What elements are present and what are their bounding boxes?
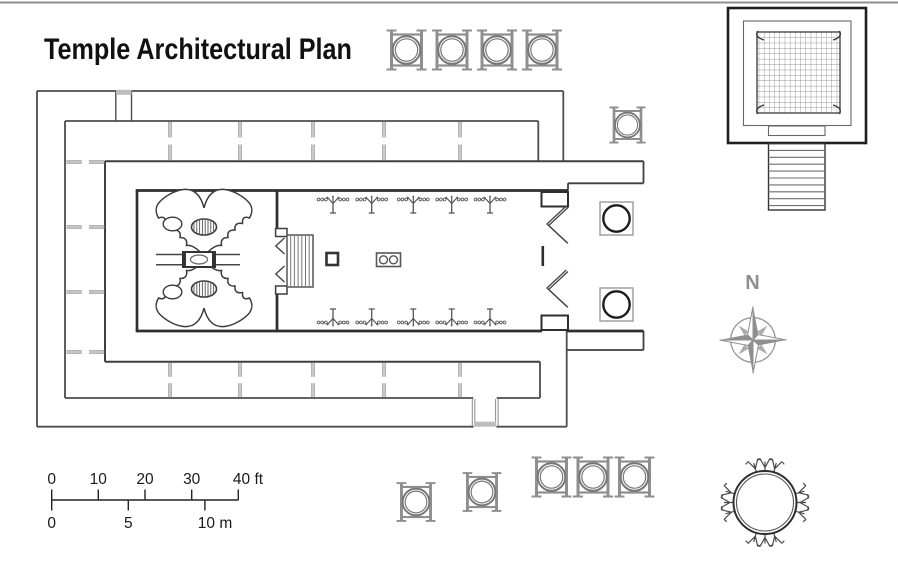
laver-row-top (385, 28, 564, 72)
side-chambers-wall (104, 160, 644, 363)
table-icon (375, 252, 402, 268)
winged-figure-north (156, 189, 252, 256)
scale-ft-0: 0 (47, 471, 56, 488)
scale-m-5: 5 (124, 515, 133, 532)
gateway-jambs (471, 399, 499, 426)
hall-entrance (540, 191, 569, 331)
round-basin-icon (719, 457, 811, 548)
south-gateway-icon (474, 421, 496, 427)
altar-horns (756, 30, 841, 115)
scale-feet-ticks (51, 489, 239, 500)
laver-bottom-b (461, 471, 503, 513)
scale-m-10: 10 m (198, 515, 232, 532)
hall-door-swing-icon (546, 205, 569, 308)
altar-stair (767, 142, 826, 211)
partition-ticks-west (65, 160, 106, 354)
scale-ft-40: 40 ft (233, 471, 264, 488)
partition-ticks-north (168, 121, 462, 161)
winged-figure-south (156, 260, 252, 327)
scale-meter-ticks (51, 500, 206, 511)
scale-ft-20: 20 (136, 471, 154, 488)
laver-bottom-a (395, 481, 437, 523)
lampstand-row-north (316, 194, 507, 214)
outer-enclosure-wall (36, 90, 568, 428)
sanctuary-doorway (274, 227, 288, 295)
compass-rose-icon: N (719, 272, 787, 374)
pillar-north-icon (598, 200, 635, 237)
scale-bar: 0 10 20 30 40 ft 0 5 10 m (47, 471, 263, 532)
laver-near-porch (608, 105, 647, 145)
partition-ticks-south (168, 362, 462, 398)
north-gateway-icon (116, 89, 132, 95)
steps-icon (286, 234, 314, 288)
scale-ft-30: 30 (183, 471, 201, 488)
scale-ft-10: 10 (90, 471, 108, 488)
pillar-south-icon (598, 286, 635, 323)
sanctuary-door-swing-icon (274, 237, 285, 283)
temple-walls (135, 189, 644, 333)
grated-altar-icon (726, 6, 868, 211)
incense-altar-icon (325, 251, 340, 267)
lampstand-row-south (316, 308, 507, 328)
page-title: Temple Architectural Plan (44, 32, 352, 66)
altar-grate (756, 31, 841, 114)
ark-icon (156, 251, 240, 268)
scale-m-0: 0 (47, 515, 56, 532)
north-label: N (745, 272, 759, 294)
laver-row-bottom (530, 455, 656, 499)
